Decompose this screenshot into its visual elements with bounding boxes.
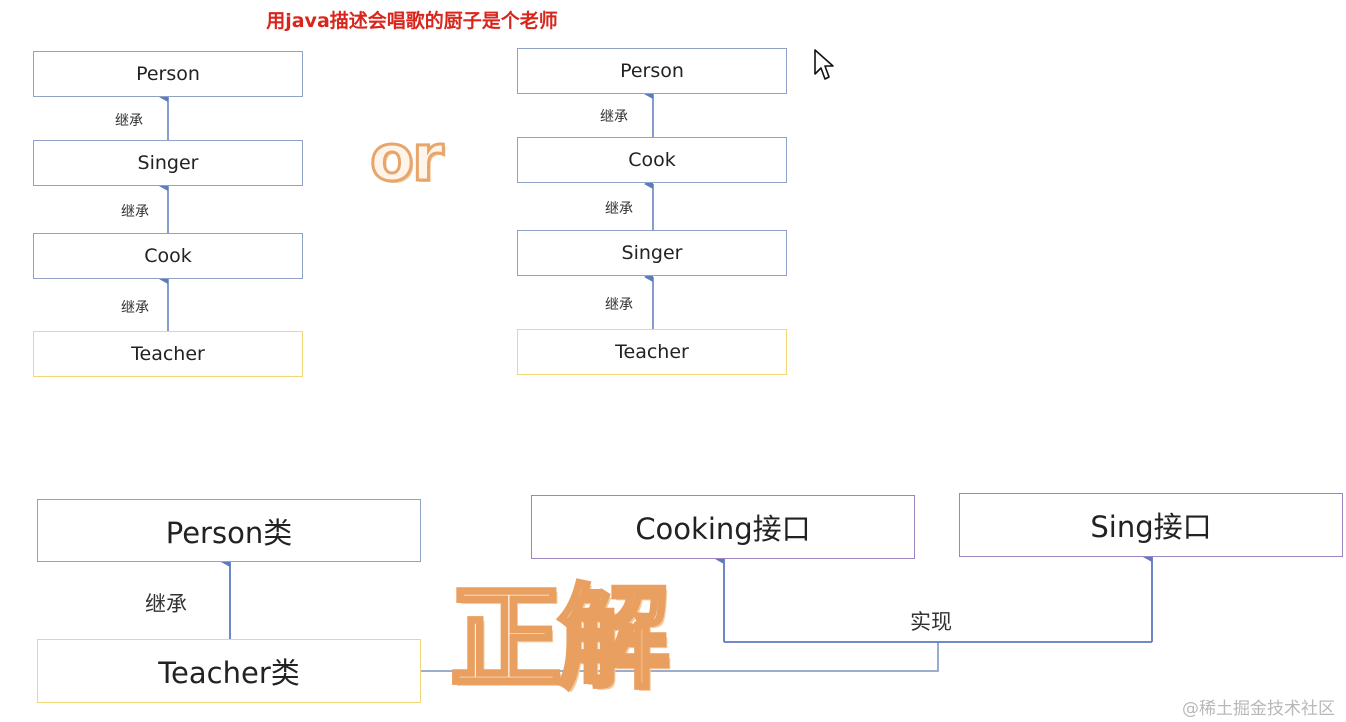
- left-box-cook: Cook: [33, 233, 303, 279]
- person-class-box: Person类: [37, 499, 421, 562]
- left-box-teacher: Teacher: [33, 331, 303, 377]
- left-box-singer: Singer: [33, 140, 303, 186]
- right-box-teacher: Teacher: [517, 329, 787, 375]
- implement-label: 实现: [910, 610, 952, 634]
- watermark: @稀土掘金技术社区: [1182, 699, 1335, 719]
- right-edge-label-3: 继承: [605, 297, 633, 313]
- left-edge-label-2: 继承: [121, 204, 149, 220]
- right-box-singer: Singer: [517, 230, 787, 276]
- left-edge-label-1: 继承: [115, 113, 143, 129]
- cooking-interface-box: Cooking接口: [531, 495, 915, 559]
- correct-answer-stamp: 正解: [448, 572, 672, 706]
- left-box-person: Person: [33, 51, 303, 97]
- mouse-pointer-icon: [814, 49, 834, 80]
- sing-interface-box: Sing接口: [959, 493, 1343, 557]
- page-title: 用java描述会唱歌的厨子是个老师: [266, 10, 558, 32]
- right-edge-label-2: 继承: [605, 201, 633, 217]
- right-box-person: Person: [517, 48, 787, 94]
- right-box-cook: Cook: [517, 137, 787, 183]
- inherit-label: 继承: [145, 592, 187, 616]
- left-edge-label-3: 继承: [121, 300, 149, 316]
- right-edge-label-1: 继承: [600, 109, 628, 125]
- teacher-implement-connector: [420, 642, 939, 672]
- teacher-class-box: Teacher类: [37, 639, 421, 703]
- or-stamp: or: [369, 121, 445, 198]
